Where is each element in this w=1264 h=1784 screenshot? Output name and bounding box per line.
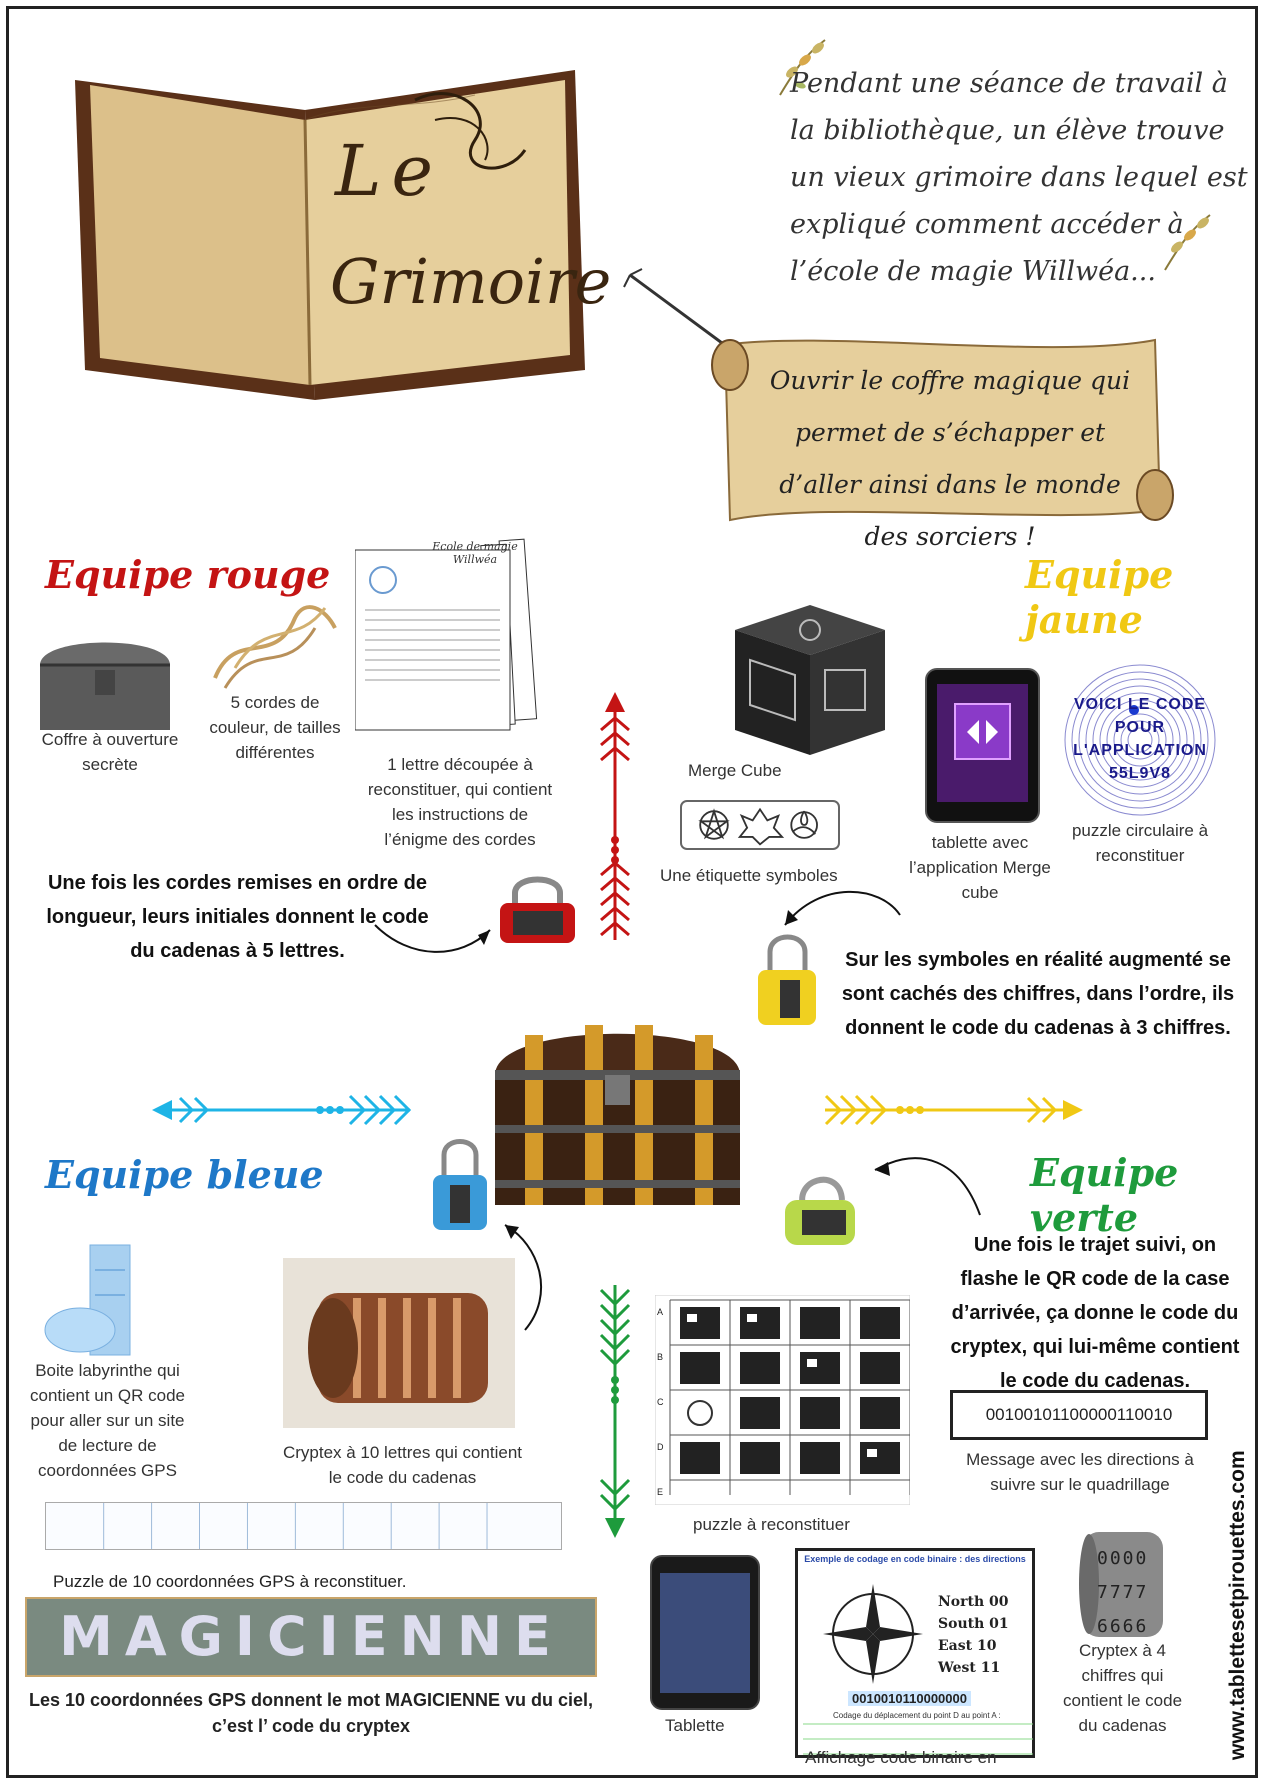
team-verte-title: Equipe verte bbox=[1030, 1150, 1179, 1240]
magic-chest-image bbox=[495, 1025, 740, 1205]
direction-row: South 01 bbox=[938, 1613, 1009, 1635]
binary-panel: Exemple de codage en code binaire : des … bbox=[795, 1548, 1035, 1758]
symbols-label-image bbox=[680, 800, 840, 850]
magic-word: MAGICIENNE bbox=[59, 1605, 563, 1668]
direction-name: North bbox=[938, 1594, 985, 1610]
padlock-red-icon bbox=[500, 876, 575, 943]
direction-row: East 10 bbox=[938, 1635, 1009, 1657]
tablet-image bbox=[650, 1555, 760, 1710]
direction-name: South bbox=[938, 1616, 985, 1632]
binary-code-box: 00100101100000110010 bbox=[950, 1390, 1208, 1440]
cryptex-digit-ring: 7777 bbox=[1097, 1582, 1149, 1603]
blue-arrow-icon bbox=[152, 1094, 412, 1126]
direction-code: 10 bbox=[976, 1638, 997, 1654]
team-jaune-title: Equipe jaune bbox=[1025, 552, 1174, 642]
letter-label: 1 lettre découpée à reconstituer, qui co… bbox=[367, 755, 553, 849]
cryptex-4-label: Cryptex à 4 chiffres qui contient le cod… bbox=[1062, 1641, 1183, 1735]
circle-text-line: POUR bbox=[1114, 719, 1166, 736]
qr-grid-image bbox=[655, 1295, 910, 1505]
qr-row-label-a: A bbox=[657, 1307, 664, 1317]
direction-row: North 00 bbox=[938, 1591, 1009, 1613]
cryptex-digit-ring: 6666 bbox=[1097, 1616, 1149, 1637]
merge-cube-label: Merge Cube bbox=[688, 761, 782, 780]
gps-puzzle-image bbox=[45, 1502, 562, 1550]
page-frame bbox=[6, 6, 1258, 1778]
merge-cube-image bbox=[735, 605, 885, 755]
direction-code: 01 bbox=[989, 1616, 1009, 1632]
team-rouge-explanation: Une fois les cordes remises en ordre de … bbox=[46, 872, 429, 962]
tablet-merge-image bbox=[925, 668, 1040, 823]
leaf-ornament-icon bbox=[779, 39, 826, 96]
direction-code: 00 bbox=[989, 1594, 1009, 1610]
team-jaune-explanation: Sur les symboles en réalité augmenté se … bbox=[841, 949, 1235, 1039]
cryptex-10-image bbox=[283, 1258, 515, 1428]
symbols-label: Une étiquette symboles bbox=[660, 866, 838, 885]
qr-puzzle-label: puzzle à reconstituer bbox=[693, 1515, 850, 1534]
secret-chest-image bbox=[40, 642, 170, 730]
padlock-yellow-icon bbox=[758, 934, 816, 1025]
intro-text: Pendant une séance de travail à la bibli… bbox=[790, 68, 1248, 287]
circle-text-line: 55L9V8 bbox=[1108, 765, 1172, 782]
red-arrow-icon bbox=[600, 692, 630, 940]
direction-name: East bbox=[938, 1638, 973, 1654]
secret-chest-label: Coffre à ouverture secrète bbox=[41, 730, 179, 774]
circular-puzzle-label: puzzle circulaire à reconstituer bbox=[1071, 821, 1209, 865]
circular-puzzle-code: VOICI LE CODE POUR L'APPLICATION 55L9V8 bbox=[1065, 693, 1215, 785]
magicienne-aerial-image: MAGICIENNE bbox=[25, 1597, 597, 1677]
tablet-label: Tablette bbox=[665, 1716, 725, 1735]
binary-code-label: Message avec les directions à suivre sur… bbox=[966, 1450, 1194, 1494]
grimoire-book-image bbox=[75, 70, 585, 400]
team-verte-explanation: Une fois le trajet suivi, on flashe le Q… bbox=[950, 1234, 1240, 1392]
book-title-grimoire: Grimoire bbox=[330, 245, 612, 318]
ropes-label: 5 cordes de couleur, de tailles différen… bbox=[209, 693, 341, 762]
padlock-blue-icon bbox=[433, 1139, 487, 1230]
binary-display-label: Affichage code binaire en bbox=[805, 1748, 997, 1767]
binary-panel-code: 0010010110000000 bbox=[848, 1691, 971, 1706]
direction-code: 11 bbox=[980, 1660, 1001, 1676]
letter-title: Ecole de magie Willwéa bbox=[432, 540, 518, 566]
leaf-ornament-icon bbox=[1164, 214, 1211, 271]
website-url: www.tablettesetpirouettes.com bbox=[1226, 1450, 1249, 1760]
cryptex-digit-ring: 0000 bbox=[1097, 1548, 1149, 1569]
gps-puzzle-label: Puzzle de 10 coordonnées GPS à reconstit… bbox=[53, 1572, 407, 1591]
curved-arrow-icon bbox=[504, 1224, 542, 1331]
cryptex-4-image: 0000 7777 6666 bbox=[1075, 1520, 1170, 1645]
maze-box-image bbox=[44, 1244, 131, 1356]
letter-image bbox=[355, 538, 538, 731]
direction-row: West 11 bbox=[938, 1657, 1009, 1679]
parchment-scroll-image bbox=[711, 338, 1174, 522]
team-rouge-title: Equipe rouge bbox=[45, 552, 331, 597]
gps-explanation: Les 10 coordonnées GPS donnent le mot MA… bbox=[28, 1690, 594, 1736]
team-bleue-title: Equipe bleue bbox=[45, 1152, 324, 1197]
mission-text: Ouvrir le coffre magique qui permet de s… bbox=[769, 366, 1131, 551]
curved-arrow-icon bbox=[374, 924, 491, 953]
compass-rose-icon bbox=[823, 1584, 923, 1684]
maze-box-label: Boite labyrinthe qui contient un QR code… bbox=[30, 1361, 185, 1480]
direction-name: West bbox=[938, 1660, 976, 1676]
direction-list: North 00 South 01 East 10 West 11 bbox=[938, 1591, 1009, 1679]
yellow-arrow-icon bbox=[824, 1094, 1083, 1126]
curved-arrow-icon bbox=[874, 1157, 981, 1216]
binary-panel-title: Exemple de codage en code binaire : des … bbox=[804, 1554, 1026, 1564]
book-title-le: Le bbox=[335, 130, 443, 212]
qr-row-label-d: D bbox=[657, 1442, 664, 1452]
tablet-merge-label: tablette avec l’application Merge cube bbox=[909, 833, 1051, 902]
binary-panel-caption: Codage du déplacement du point D au poin… bbox=[833, 1711, 1001, 1720]
qr-row-label-c: C bbox=[657, 1397, 664, 1407]
ropes-image bbox=[213, 605, 337, 689]
padlock-green-icon bbox=[785, 1176, 855, 1245]
qr-row-label-b: B bbox=[657, 1352, 664, 1362]
grid-path-image bbox=[803, 1723, 1033, 1755]
green-arrow-icon bbox=[599, 1285, 631, 1538]
circular-puzzle-image bbox=[1064, 664, 1216, 816]
circle-text-line: VOICI LE CODE bbox=[1073, 696, 1207, 713]
circle-text-line: L'APPLICATION bbox=[1073, 742, 1207, 759]
curved-arrow-icon bbox=[784, 890, 901, 926]
cryptex-10-label: Cryptex à 10 lettres qui contient le cod… bbox=[282, 1443, 523, 1487]
qr-row-label-e: E bbox=[657, 1487, 664, 1497]
